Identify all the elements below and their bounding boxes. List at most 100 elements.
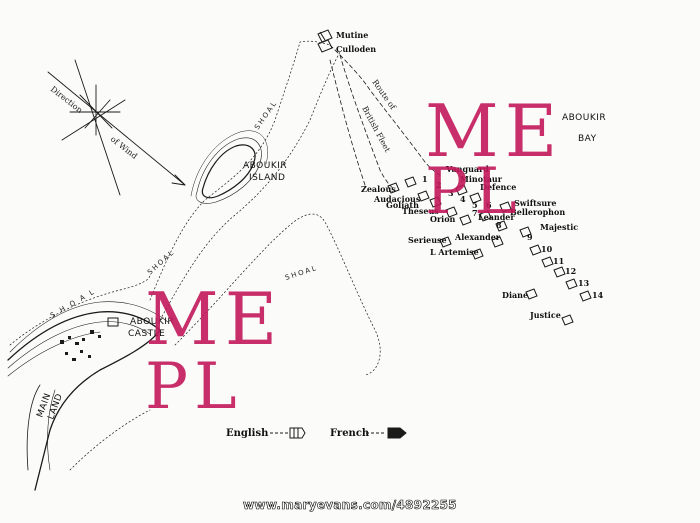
aboukir-island-contour-2	[190, 130, 268, 197]
label-wind-of: of Wind	[109, 134, 139, 160]
label-majestic: Majestic	[540, 222, 578, 232]
ship-number-6: 6	[486, 200, 492, 210]
ship-14	[579, 290, 592, 302]
label-aboukir-castle-2: CASTLE	[128, 329, 165, 339]
label-zealous: Zealous	[361, 184, 396, 194]
ship-number-8: 8	[496, 220, 502, 230]
aboukir-island-contour	[195, 137, 262, 204]
aboukir-island-outline	[201, 144, 256, 199]
ship-markers	[317, 29, 592, 326]
ship-diane	[525, 288, 538, 300]
ship-theseus	[445, 206, 458, 218]
label-goliath: Goliath	[386, 200, 419, 210]
watermark-top-me: ME	[425, 89, 564, 173]
label-bellerophon: Bellerophon	[510, 207, 565, 217]
label-aboukir-castle-1: ABOUKIR	[130, 317, 174, 327]
ship-number-12: 12	[565, 266, 576, 276]
coast-contour-2	[7, 331, 101, 377]
ship-number-1: 1	[422, 174, 428, 184]
label-shoal-west: SHOAL	[146, 248, 176, 277]
label-shoal-north: SHOAL	[253, 99, 279, 131]
ship-number-14: 14	[592, 290, 604, 300]
coast-contour-1	[7, 321, 151, 369]
ship-minotaur	[455, 184, 468, 196]
coast-contour-3	[9, 301, 169, 353]
route-british-fleet	[329, 44, 441, 176]
label-culloden: Culloden	[336, 44, 376, 54]
label-vanguard: Vanguard	[445, 164, 489, 174]
ship-number-5: 5	[472, 200, 478, 210]
ship-majestic	[519, 226, 532, 238]
ship-number-2: 2	[436, 180, 442, 190]
legend-french-symbol	[366, 427, 407, 439]
label-alexander: Alexander	[454, 232, 501, 242]
label-serieuse: Serieuse	[408, 235, 447, 245]
shoal-line-bottom	[69, 409, 151, 471]
ship-number-11: 11	[553, 256, 564, 266]
ship-culloden	[317, 39, 333, 53]
ship-13	[565, 278, 578, 290]
legend-english-symbol	[270, 427, 306, 439]
label-aboukir-island-1: ABOUKIR	[243, 161, 287, 171]
watermark-bottom-me: ME	[145, 277, 284, 361]
route-british-fleet-2	[339, 54, 396, 191]
ship-defence	[469, 192, 482, 204]
route-british-fleet-3	[329, 59, 366, 186]
ship-vanguard	[404, 176, 417, 188]
label-leander: Leander	[478, 212, 515, 222]
ship-serieuse	[439, 236, 452, 248]
ship-bellerophon	[495, 220, 508, 232]
aboukir-castle	[60, 317, 119, 361]
legend-french-label: French	[330, 428, 370, 439]
label-minotaur: Minotaur	[460, 174, 503, 184]
label-theseus: Theseus	[402, 206, 439, 216]
label-defence: Defence	[480, 182, 516, 192]
ship-artemise	[471, 248, 484, 260]
label-audacious: Audacious	[373, 194, 421, 204]
legend-english-label: English	[226, 428, 269, 439]
watermark-bottom-pl: PL	[145, 350, 243, 424]
legend: English French	[226, 427, 407, 439]
label-aboukir-bay-2: BAY	[578, 134, 597, 144]
ship-12	[553, 266, 566, 278]
ship-orion	[459, 214, 472, 226]
label-shoal-south: SHOAL	[284, 264, 319, 282]
label-diane: Diane	[502, 290, 528, 300]
shoal-line-inner	[159, 51, 341, 321]
coastline	[7, 311, 161, 491]
ship-zealous	[387, 182, 400, 194]
ship-number-3: 3	[448, 188, 454, 198]
ship-number-13: 13	[578, 278, 590, 288]
ship-number-7: 7	[472, 208, 478, 218]
ship-alexander	[491, 236, 504, 248]
label-aboukir-bay-1: ABOUKIR	[562, 113, 606, 123]
ship-justice	[561, 314, 574, 326]
ship-mutine	[317, 29, 333, 43]
label-artemise: L Artemise	[430, 247, 479, 257]
label-route-of: Route of	[370, 78, 398, 112]
ship-swiftsure	[499, 201, 512, 213]
mainland-inner	[26, 384, 41, 471]
ship-10	[529, 244, 542, 256]
label-justice: Justice	[529, 310, 561, 320]
ship-number-10: 10	[541, 244, 553, 254]
mainland-inner-2	[47, 389, 56, 471]
ship-number-9: 9	[527, 232, 533, 242]
label-wind-direction: Direction	[49, 84, 84, 114]
watermark-top-pl: PL	[425, 155, 523, 229]
shoal-line-outer	[149, 40, 331, 301]
ship-11	[541, 256, 554, 268]
wind-compass	[47, 59, 186, 196]
label-mutine: Mutine	[336, 30, 368, 40]
label-swiftsure: Swiftsure	[514, 198, 556, 208]
shoal-line-west	[9, 274, 151, 346]
ship-number-4: 4	[460, 194, 466, 204]
label-orion: Orion	[430, 214, 456, 224]
credit-url: www.maryevans.com/4892255	[243, 498, 457, 513]
label-aboukir-island-2: ISLAND	[249, 173, 285, 183]
ship-leander	[479, 210, 492, 222]
ship-goliath	[429, 196, 442, 208]
ship-audacious	[417, 190, 430, 202]
